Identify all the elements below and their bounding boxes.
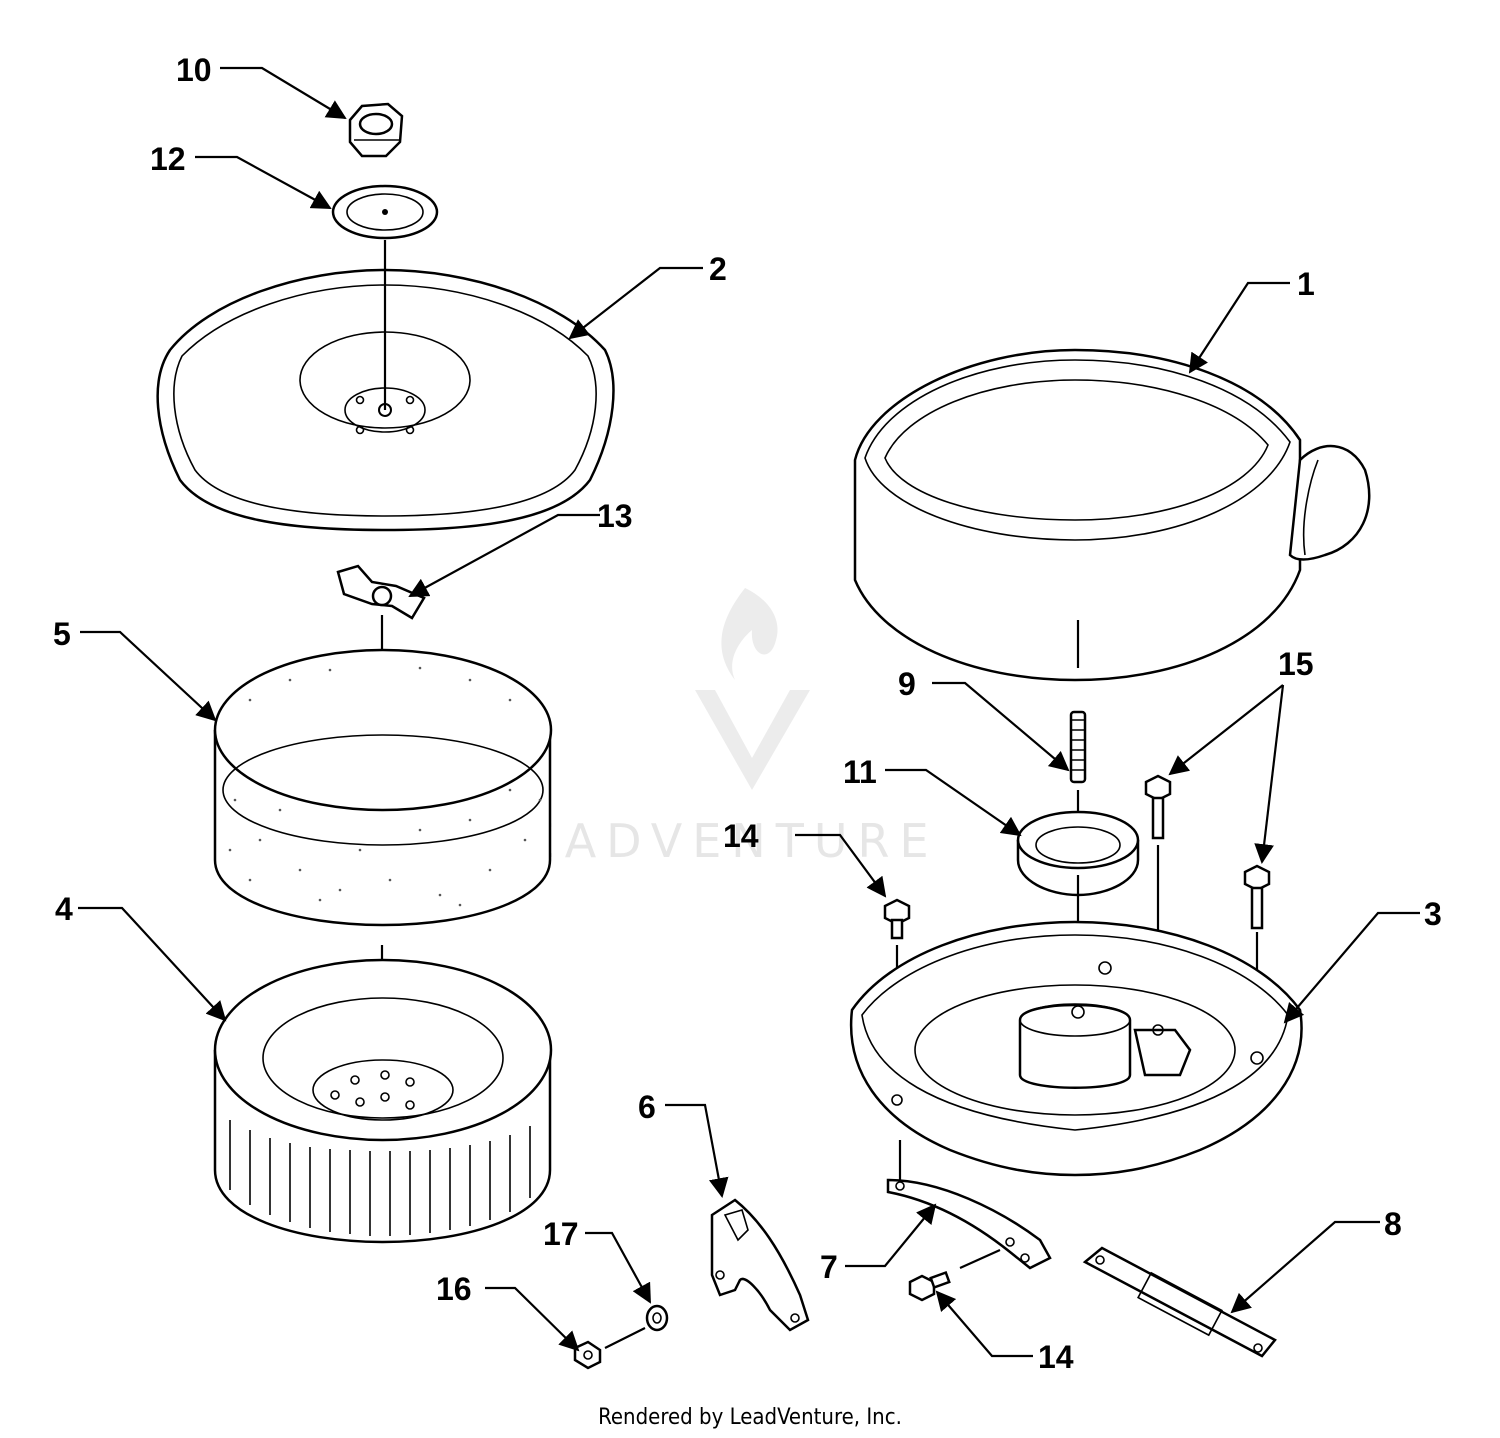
part-3-base xyxy=(849,920,1303,1177)
part-16-nut xyxy=(573,1340,602,1370)
callout-10: 10 xyxy=(176,52,212,88)
callout-7: 7 xyxy=(820,1249,838,1285)
callout-12: 12 xyxy=(150,141,186,177)
watermark-text: LEADVENTURE xyxy=(490,814,939,868)
callout-1: 1 xyxy=(1297,266,1315,302)
part-5-precleaner xyxy=(213,648,553,927)
part-14-bolt-lower xyxy=(908,1270,951,1302)
part-10-knob xyxy=(348,102,404,158)
part-17-washer xyxy=(645,1304,669,1332)
part-8-gasket xyxy=(1082,1246,1277,1358)
part-6-bracket xyxy=(710,1198,810,1332)
callout-13: 13 xyxy=(597,498,633,534)
callout-15: 15 xyxy=(1278,646,1314,682)
part-14-bolt-upper xyxy=(883,898,911,940)
callout-labels: 1 2 3 4 5 6 7 8 9 10 11 12 13 14 14 15 1… xyxy=(53,52,1442,1375)
callout-3: 3 xyxy=(1424,896,1442,932)
callout-9: 9 xyxy=(898,666,916,702)
part-15-bolt-a xyxy=(1144,774,1172,840)
footer-credit: Rendered by LeadVenture, Inc. xyxy=(598,1405,902,1430)
part-9-stud xyxy=(1069,710,1087,784)
callout-6: 6 xyxy=(638,1089,656,1125)
callout-5: 5 xyxy=(53,616,71,652)
part-13-wing-nut xyxy=(336,564,426,620)
part-12-plate xyxy=(331,184,439,240)
part-1-housing xyxy=(853,348,1371,682)
callout-8: 8 xyxy=(1384,1206,1402,1242)
part-15-bolt-b xyxy=(1243,864,1271,930)
callout-14-lower: 14 xyxy=(1038,1339,1074,1375)
part-7-bracket xyxy=(886,1178,1052,1270)
part-4-filter xyxy=(213,958,553,1244)
callout-16: 16 xyxy=(436,1271,472,1307)
callout-2: 2 xyxy=(709,251,727,287)
callout-17: 17 xyxy=(543,1216,579,1252)
callout-14-upper: 14 xyxy=(723,818,759,854)
leader-lines xyxy=(78,66,1420,1358)
callout-4: 4 xyxy=(55,891,73,927)
callout-11: 11 xyxy=(843,754,877,790)
watermark-logo: LEADVENTURE xyxy=(490,588,939,868)
